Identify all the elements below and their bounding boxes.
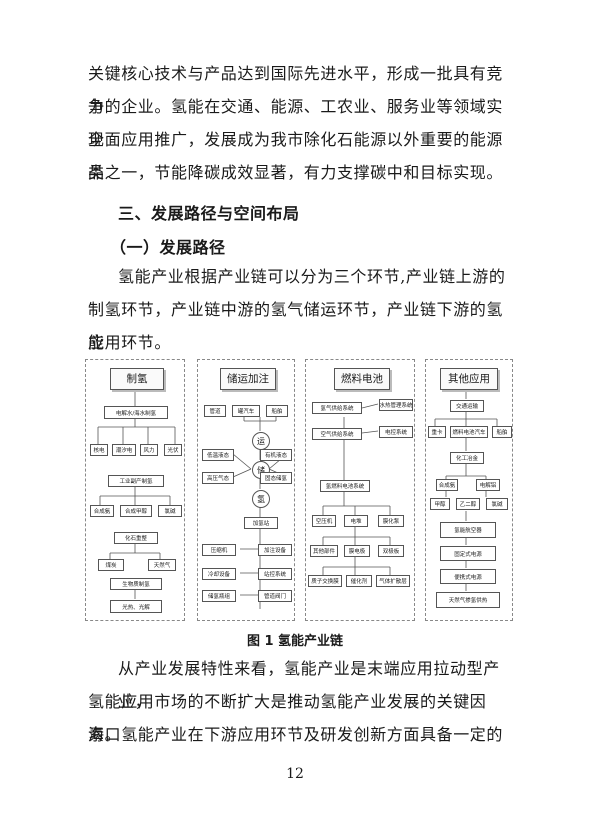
column-fuel-cell: 燃料电池 氢气供给系统 空气供给系统 水热管理系统 电控系统 氢燃料电池系统 空… bbox=[305, 359, 415, 621]
text-line: 应用环节。 bbox=[88, 333, 172, 352]
column-title: 制氢 bbox=[110, 368, 164, 390]
text-line: 关键核心技术与产品达到国际先进水平，形成一批具有竞争 bbox=[88, 64, 504, 116]
box-storage: 固态储氢 bbox=[260, 472, 292, 484]
box-subpart: 其他部件 bbox=[310, 545, 338, 557]
box-part: 膜化泵 bbox=[378, 515, 404, 527]
box-source: 风力 bbox=[140, 444, 158, 456]
box-other: 便携式电源 bbox=[440, 569, 496, 584]
page-number: 12 bbox=[286, 766, 304, 782]
box-station-item: 压缩机 bbox=[202, 544, 236, 556]
box-station: 加氢站 bbox=[244, 517, 278, 529]
connector-lines bbox=[97, 389, 498, 609]
box-subsystem: 氢气供给系统 bbox=[312, 402, 362, 414]
text-line: 制氢环节，产业链中游的氢气储运环节，产业链下游的氢能 bbox=[88, 300, 504, 352]
box-other: 氢能航空器 bbox=[440, 522, 496, 538]
figure-caption: 图 1 氢能产业链 bbox=[246, 634, 344, 649]
node-hydrogen: 氢 bbox=[252, 490, 270, 508]
column-other-applications: 其他应用 交通运输 重卡 燃料电池汽车 船舶 化工冶金 合成氨 电解铝 甲醇 乙… bbox=[425, 359, 513, 621]
box-subsubpart: 气体扩散层 bbox=[376, 575, 410, 587]
box-side: 水热管理系统 bbox=[379, 399, 413, 411]
column-storage-transport: 储运加注 管道 罐汽车 船舶 运 储 氢 低温液态 高压气态 有机液态 固态储氢… bbox=[197, 359, 295, 621]
box-transport: 交通运输 bbox=[450, 400, 484, 412]
box-subpart: 双极板 bbox=[378, 545, 404, 557]
box-item: 光热、光解 bbox=[110, 600, 162, 613]
box-subsubpart: 质子交换膜 bbox=[308, 575, 342, 587]
box-source: 核电 bbox=[90, 444, 108, 456]
box-subpart: 膜电极 bbox=[344, 545, 370, 557]
box-item: 氯碱 bbox=[486, 498, 508, 510]
box-item: 乙二醇 bbox=[456, 498, 480, 510]
column-hydrogen-production: 制氢 电解水/海水制氢 核电 潮汐电 风力 光伏 工业副产制氢 合成氨 合成甲醇… bbox=[85, 359, 185, 621]
text-line: 从产业发展特性来看，氢能产业是末端应用拉动型产业， bbox=[118, 659, 500, 711]
box-item: 合成甲醇 bbox=[120, 505, 152, 517]
text-line: 力的企业。氢能在交通、能源、工农业、服务业等领域实现 bbox=[88, 97, 504, 149]
box-item: 合成氨 bbox=[436, 479, 458, 491]
box-station-item: 加注设备 bbox=[258, 544, 292, 556]
column-title: 储运加注 bbox=[220, 368, 276, 390]
box-chem: 化工冶金 bbox=[450, 452, 484, 464]
text-line: 全面应用推广，发展成为我市除化石能源以外重要的能源品 bbox=[88, 130, 504, 182]
subsection-heading: （一）发展路径 bbox=[110, 238, 226, 257]
box-item: 煤炭 bbox=[98, 559, 124, 571]
box-other: 固定式电源 bbox=[440, 546, 496, 561]
box-transport: 罐汽车 bbox=[232, 405, 260, 417]
box-item: 电解铝 bbox=[476, 479, 500, 491]
box-transport: 船舶 bbox=[266, 405, 288, 417]
box-other: 天然气掺氢供热 bbox=[436, 592, 500, 608]
box-subsubpart: 催化剂 bbox=[346, 575, 372, 587]
box-storage: 有机液态 bbox=[260, 449, 292, 461]
text-line: 类之一，节能降碳成效显著，有力支撑碳中和目标实现。 bbox=[88, 163, 504, 182]
box-item: 甲醇 bbox=[430, 498, 450, 510]
text-line: 氢能应用市场的不断扩大是推动氢能产业发展的关键因素。 bbox=[88, 692, 487, 744]
box-item: 船舶 bbox=[492, 426, 512, 438]
column-title: 燃料电池 bbox=[334, 368, 390, 390]
box-part: 电堆 bbox=[344, 515, 368, 527]
hydrogen-industry-chain-diagram: 制氢 电解水/海水制氢 核电 潮汐电 风力 光伏 工业副产制氢 合成氨 合成甲醇… bbox=[85, 359, 515, 623]
box-source: 潮汐电 bbox=[112, 444, 136, 456]
box-fossil: 化石重整 bbox=[114, 532, 158, 544]
column-title: 其他应用 bbox=[440, 368, 498, 390]
box-source: 光伏 bbox=[164, 444, 182, 456]
box-electrolysis: 电解水/海水制氢 bbox=[104, 406, 168, 419]
box-item: 重卡 bbox=[428, 426, 446, 438]
box-item: 合成氨 bbox=[90, 505, 114, 517]
box-byproduct: 工业副产制氢 bbox=[108, 475, 164, 487]
box-station-item: 储氢瓶组 bbox=[202, 590, 236, 602]
box-item: 氯碱 bbox=[158, 505, 182, 517]
text-line: 海口氢能产业在下游应用环节及研发创新方面具备一定的 bbox=[88, 725, 504, 744]
box-transport: 管道 bbox=[204, 405, 226, 417]
box-system: 氢燃料电池系统 bbox=[320, 480, 370, 492]
box-subsystem: 空气供给系统 bbox=[312, 428, 362, 440]
box-item: 天然气 bbox=[148, 559, 176, 571]
text-line: 氢能产业根据产业链可以分为三个环节,产业链上游的 bbox=[118, 267, 506, 286]
box-part: 空压机 bbox=[312, 515, 336, 527]
box-side: 电控系统 bbox=[379, 426, 413, 438]
box-storage: 高压气态 bbox=[202, 472, 234, 484]
section-heading: 三、发展路径与空间布局 bbox=[118, 204, 300, 223]
node-transport: 运 bbox=[252, 432, 270, 450]
box-station-item: 站控系统 bbox=[258, 568, 292, 580]
box-item: 燃料电池汽车 bbox=[450, 426, 488, 438]
box-station-item: 管道阀门 bbox=[258, 590, 292, 602]
box-storage: 低温液态 bbox=[202, 449, 234, 461]
box-station-item: 冷却设备 bbox=[202, 568, 236, 580]
box-biomass: 生物质制氢 bbox=[110, 578, 162, 590]
